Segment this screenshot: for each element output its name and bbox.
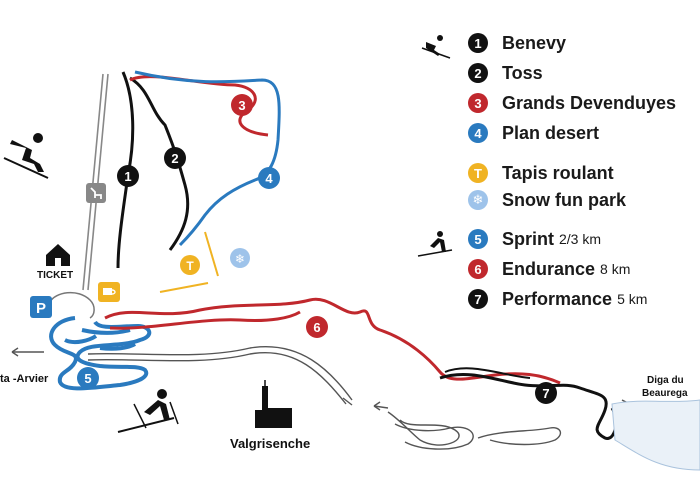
marker-run-4[interactable]: 4 — [258, 167, 280, 189]
tapis-roulant-marker[interactable]: T — [180, 255, 200, 275]
legend-label-endurance: Endurance — [502, 258, 596, 279]
run-4-plan-desert[interactable] — [134, 70, 281, 247]
svg-text:5: 5 — [84, 371, 91, 386]
svg-text:3: 3 — [238, 98, 245, 113]
skier-icon — [3, 133, 49, 179]
legend-run-5: 5 Sprint 2/3 km — [468, 227, 601, 251]
legend-distance-endurance: 8 km — [600, 261, 631, 277]
marker-run-6[interactable]: 6 — [306, 316, 328, 338]
cross-country-skier-icon — [117, 389, 179, 433]
legend-label-snow-fun-park: Snow fun park — [502, 189, 627, 210]
parking-icon: P — [30, 296, 52, 318]
legend-label-sprint: Sprint — [502, 228, 554, 249]
marker-run-3[interactable]: 3 — [231, 94, 253, 116]
legend-snow-fun-park: ❄ Snow fun park — [468, 188, 626, 212]
legend-badge-7: 7 — [468, 289, 488, 309]
legend-label-benevy: Benevy — [502, 32, 567, 53]
svg-text:1: 1 — [124, 169, 131, 184]
legend-badge-tapis: T — [468, 163, 488, 183]
arvier-label: ta -Arvier — [0, 373, 49, 385]
dam-label-line1: Diga du — [647, 375, 684, 386]
legend-label-plan-desert: Plan desert — [502, 122, 600, 143]
legend-badge-4: 4 — [468, 123, 488, 143]
legend-badge-2: 2 — [468, 63, 488, 83]
legend-tapis-roulant: T Tapis roulant — [468, 161, 614, 185]
legend-run-3: 3 Grands Devenduyes — [468, 91, 676, 115]
snow-fun-park-marker[interactable]: ❄ — [230, 248, 250, 268]
snowflake-icon: ❄ — [468, 190, 488, 210]
run-5-sprint[interactable] — [49, 316, 152, 391]
legend-distance-performance: 5 km — [617, 291, 648, 307]
village-roads — [87, 346, 700, 450]
svg-text:7: 7 — [542, 386, 549, 401]
ticket-label: TICKET — [37, 270, 74, 281]
legend-nordic-skier-icon — [417, 231, 453, 257]
marker-run-2[interactable]: 2 — [164, 147, 186, 169]
legend-badge-3: 3 — [468, 93, 488, 113]
svg-text:6: 6 — [313, 320, 320, 335]
legend-run-7: 7 Performance 5 km — [468, 287, 647, 311]
run-7-performance[interactable] — [439, 373, 618, 440]
legend-badge-6: 6 — [468, 259, 488, 279]
cafe-icon — [98, 282, 120, 302]
legend-distance-sprint: 2/3 km — [559, 231, 602, 247]
marker-run-5[interactable]: 5 — [77, 367, 99, 389]
legend-label-grands-devenduyes: Grands Devenduyes — [502, 92, 677, 113]
legend-run-1: 1 Benevy — [468, 31, 566, 55]
legend-label-toss: Toss — [502, 62, 543, 83]
church-icon — [255, 380, 292, 428]
legend-label-performance: Performance — [502, 288, 613, 309]
village-label: Valgrisenche — [230, 436, 311, 451]
svg-text:P: P — [36, 300, 46, 317]
legend-label-tapis-roulant: Tapis roulant — [502, 162, 614, 183]
svg-text:2: 2 — [171, 151, 178, 166]
ski-lift-lines — [82, 73, 109, 291]
legend-badge-5: 5 — [468, 229, 488, 249]
marker-run-1[interactable]: 1 — [117, 165, 139, 187]
svg-text:T: T — [186, 259, 194, 273]
parking-access-loop — [49, 291, 95, 319]
svg-text:❄: ❄ — [235, 252, 245, 266]
legend-run-6: 6 Endurance 8 km — [468, 257, 630, 281]
ski-lift-icon — [86, 183, 106, 203]
svg-text:4: 4 — [265, 171, 273, 186]
legend-alpine-skier-icon — [421, 35, 451, 59]
dam-label-line2: Beaurega — [642, 388, 688, 399]
legend-run-2: 2 Toss — [468, 61, 543, 85]
river-area — [611, 399, 700, 471]
marker-run-7[interactable]: 7 — [535, 382, 557, 404]
ticket-hut-icon — [46, 244, 70, 266]
legend-badge-1: 1 — [468, 33, 488, 53]
legend-run-4: 4 Plan desert — [468, 121, 599, 145]
